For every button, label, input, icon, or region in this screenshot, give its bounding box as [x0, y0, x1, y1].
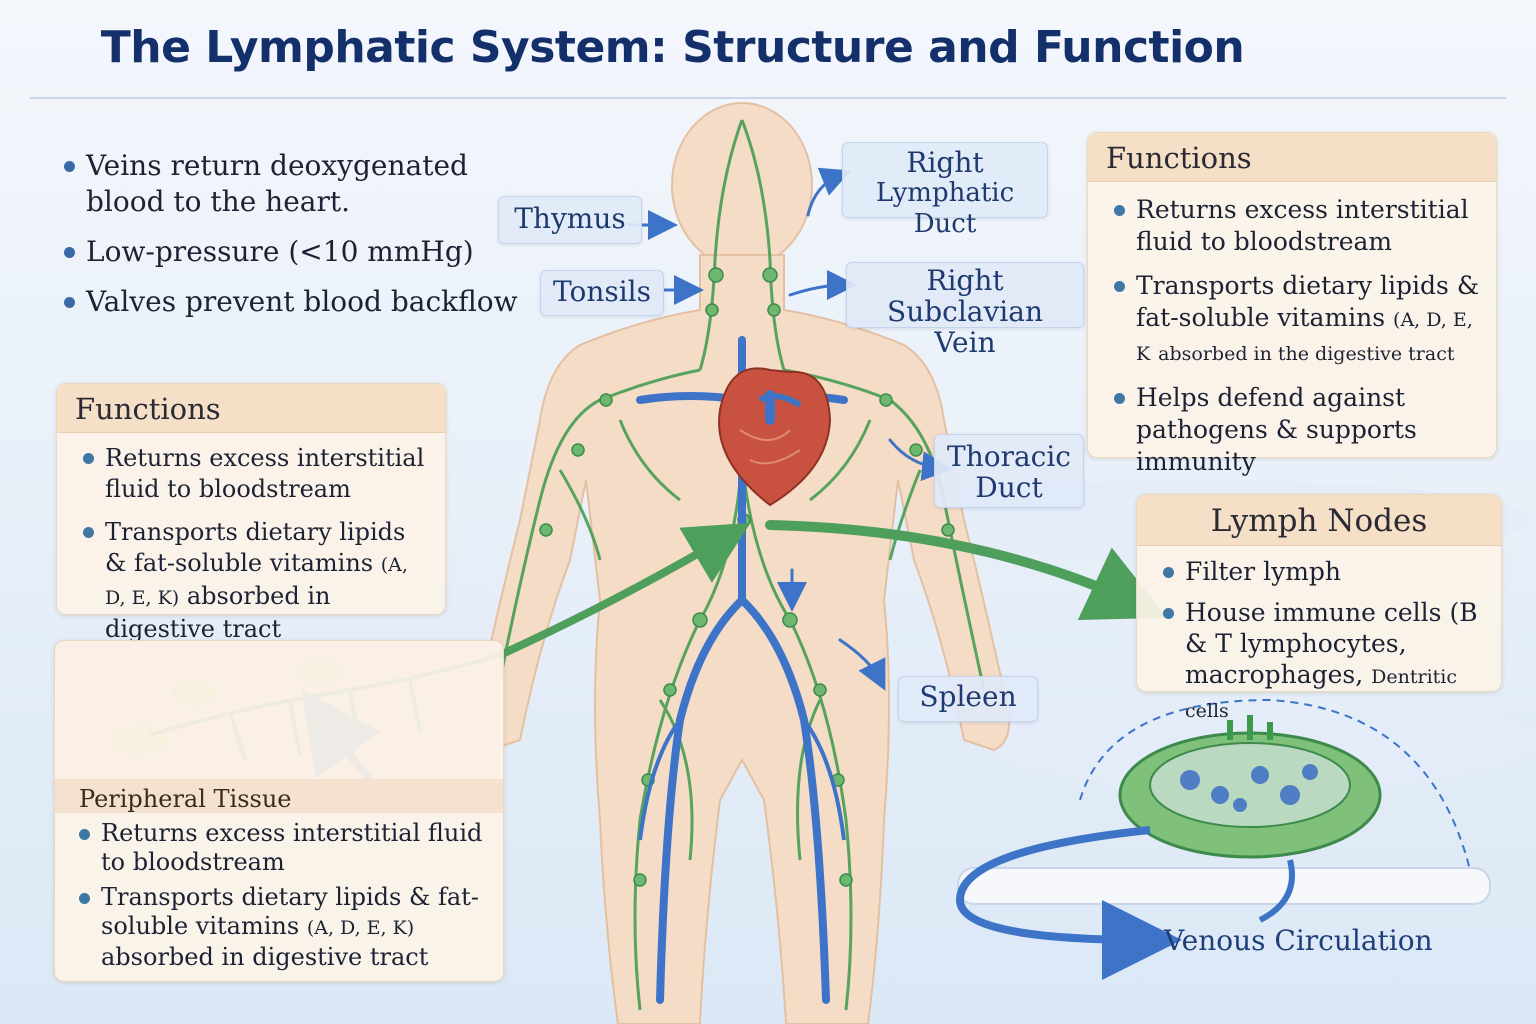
venous-circulation-label: Venous Circulation — [1164, 924, 1433, 957]
left-functions-panel: Functions Returns excess interstitial fl… — [56, 383, 446, 643]
lymph-nodes-heading: Lymph Nodes — [1137, 495, 1501, 546]
right-lymphatic-duct-label: Right Lymphatic Duct — [842, 142, 1048, 239]
body-to-lymph-node-arrow — [765, 520, 1168, 621]
title-divider — [30, 97, 1506, 99]
right-function-item: Transports dietary lipids & fat-soluble … — [1110, 270, 1482, 370]
right-functions-list: Returns excess interstitial fluid to blo… — [1088, 182, 1496, 500]
tonsils-label: Tonsils — [540, 270, 664, 316]
thymus-label: Thymus — [498, 196, 642, 244]
veins-note: Valves prevent blood backflow — [60, 284, 530, 320]
veins-note: Veins return deoxygenated blood to the h… — [60, 148, 530, 220]
right-function-item: Returns excess interstitial fluid to blo… — [1110, 194, 1482, 258]
veins-note: Low-pressure (<10 mmHg) — [60, 234, 530, 270]
lymph-node-illustration — [955, 698, 1491, 980]
lymphatic-vessels — [498, 119, 986, 1011]
lymph-node-dots — [539, 267, 955, 887]
peripheral-tissue-item: Returns excess interstitial fluid to blo… — [75, 819, 495, 877]
page-title: The Lymphatic System: Structure and Func… — [100, 22, 1245, 73]
peripheral-tissue-panel: Peripheral Tissue Returns excess interst… — [54, 640, 504, 982]
thoracic-duct-label: Thoracic Duct — [934, 434, 1084, 508]
left-functions-list: Returns excess interstitial fluid to blo… — [57, 433, 445, 667]
peripheral-tissue-item: Transports dietary lipids & fat-soluble … — [75, 883, 495, 972]
lymph-node-item: House immune cells (B & T lymphocytes, m… — [1159, 597, 1487, 727]
left-functions-heading: Functions — [57, 384, 445, 433]
peripheral-tissue-heading: Peripheral Tissue — [55, 779, 503, 813]
right-function-item: Helps defend against pathogens & support… — [1110, 382, 1482, 478]
lymph-node-item: Filter lymph — [1159, 556, 1487, 587]
heart-illustration — [718, 367, 832, 507]
left-function-item: Returns excess interstitial fluid to blo… — [79, 443, 431, 505]
right-functions-panel: Functions Returns excess interstitial fl… — [1087, 132, 1497, 476]
spleen-label: Spleen — [898, 676, 1038, 722]
tissue-to-body-arrow — [496, 522, 751, 659]
veins-notes-list: Veins return deoxygenated blood to the h… — [60, 148, 530, 334]
left-function-item: Transports dietary lipids & fat-soluble … — [79, 517, 431, 645]
lymph-nodes-panel: Lymph Nodes Filter lymph House immune ce… — [1136, 494, 1502, 722]
right-subclavian-vein-label: Right Subclavian Vein — [846, 262, 1084, 358]
lymph-nodes-list: Filter lymph House immune cells (B & T l… — [1137, 546, 1501, 747]
right-functions-heading: Functions — [1088, 133, 1496, 182]
peripheral-tissue-list: Returns excess interstitial fluid to blo… — [75, 819, 495, 978]
